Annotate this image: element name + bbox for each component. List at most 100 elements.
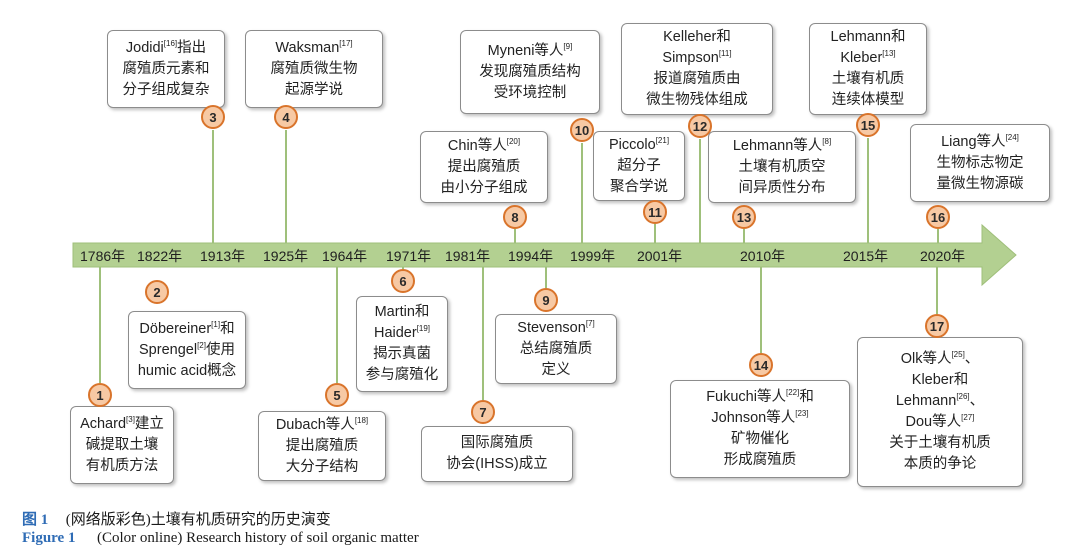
- event-text-line: 关于土壤有机质: [889, 433, 991, 454]
- event-text: 关于土壤有机质: [889, 435, 991, 451]
- event-text-line: Achard[3]建立: [80, 414, 164, 435]
- event-text-line: 提出腐殖质: [448, 157, 521, 178]
- event-text: Olk等人: [900, 351, 952, 367]
- caption-cn-text: (网络版彩色)土壤有机质研究的历史演变: [65, 512, 331, 528]
- event-text-line: 矿物催化: [731, 429, 789, 450]
- event-text-suffix: 、: [969, 393, 985, 409]
- event-text-line: 提出腐殖质: [286, 436, 359, 457]
- event-text: 超分子: [617, 157, 661, 174]
- year-label: 1994年: [508, 248, 554, 264]
- event-text: Kelleher和: [663, 29, 731, 45]
- citation-ref: [1]: [211, 319, 221, 329]
- event-number-circle: 17: [925, 314, 949, 338]
- event-text: Fukuchi等人: [706, 389, 786, 405]
- event-box-8: Chin等人[20]提出腐殖质由小分子组成: [420, 131, 548, 203]
- event-text: Kleber和: [911, 372, 969, 388]
- event-text: 腐殖质微生物: [270, 60, 358, 77]
- event-text: 由小分子组成: [440, 179, 528, 196]
- event-number-circle: 1: [88, 383, 112, 407]
- event-text: humic acid概念: [137, 362, 237, 379]
- event-text: Haider: [373, 325, 417, 341]
- event-number-circle: 15: [856, 113, 880, 137]
- event-text: 聚合学说: [610, 178, 668, 195]
- event-text: 受环境控制: [493, 84, 567, 101]
- event-box-12: Kelleher和 Simpson[11] 报道腐殖质由微生物残体组成: [621, 23, 773, 115]
- event-text: 土壤有机质空: [738, 158, 826, 175]
- event-text: 定义: [541, 361, 571, 378]
- event-connector-line: [336, 267, 338, 383]
- event-text-line: Myneni等人[9]: [488, 41, 573, 62]
- event-box-9: Stevenson[7]总结腐殖质定义: [495, 314, 617, 384]
- event-text: Piccolo: [608, 136, 656, 153]
- event-text-line: Sprengel[2]使用: [139, 340, 235, 361]
- citation-ref: [18]: [354, 415, 369, 425]
- event-text-line: 发现腐殖质结构: [479, 62, 581, 83]
- citation-ref: [2]: [197, 340, 206, 350]
- event-text-line: 腐殖质元素和: [123, 59, 210, 80]
- event-text: 量微生物源碳: [936, 175, 1024, 192]
- year-label: 2015年: [843, 248, 889, 264]
- event-text-line: Piccolo[21]: [609, 135, 669, 156]
- event-text: 本质的争论: [903, 456, 977, 472]
- event-connector-line: [545, 267, 547, 288]
- event-text-suffix: 使用: [205, 341, 235, 358]
- event-number-circle: 4: [274, 105, 298, 129]
- event-text-line: Simpson[11]: [662, 48, 731, 69]
- event-connector-line: [285, 130, 287, 243]
- year-label: 1913年: [200, 248, 246, 264]
- event-text-line: Lehmann[26]、: [896, 391, 984, 412]
- event-text: Lehmann和: [830, 29, 906, 45]
- event-text: Dou等人: [905, 414, 962, 430]
- event-text: 矿物催化: [731, 431, 789, 447]
- event-text-line: Kelleher和: [663, 27, 731, 48]
- event-text: 连续体模型: [831, 92, 905, 108]
- event-text-line: Johnson等人[23]: [711, 408, 808, 429]
- event-text-suffix: 、: [964, 351, 980, 367]
- event-connector-line: [581, 143, 583, 243]
- year-label: 2010年: [740, 248, 786, 264]
- citation-ref: [22]: [785, 388, 800, 397]
- event-box-1: Achard[3]建立碱提取土壤有机质方法: [70, 406, 174, 484]
- event-text-line: 本质的争论: [904, 454, 977, 475]
- event-number-circle: 11: [643, 200, 667, 224]
- citation-ref: [20]: [506, 136, 521, 146]
- event-text: Waksman: [275, 39, 340, 56]
- event-text: 报道腐殖质由: [653, 71, 741, 87]
- event-connector-line: [867, 138, 869, 243]
- event-connector-line: [482, 267, 484, 400]
- citation-ref: [23]: [795, 409, 809, 418]
- event-connector-line: [402, 267, 404, 269]
- event-text-line: 由小分子组成: [441, 178, 528, 199]
- year-label: 1964年: [322, 248, 368, 264]
- event-text-line: 腐殖质微生物: [271, 59, 358, 80]
- event-text-line: 总结腐殖质: [520, 339, 593, 360]
- event-connector-line: [937, 229, 939, 243]
- event-text: 生物标志物定: [936, 154, 1024, 171]
- event-text-line: 碱提取土壤: [86, 435, 159, 456]
- caption-en-text: (Color online) Research history of soil …: [96, 530, 419, 546]
- event-text: 腐殖质元素和: [122, 60, 210, 77]
- citation-ref: [9]: [563, 41, 573, 51]
- event-text-line: 形成腐殖质: [724, 450, 797, 471]
- event-text-line: 连续体模型: [832, 90, 905, 111]
- citation-ref: [11]: [718, 49, 732, 58]
- event-text: Martin和: [374, 304, 430, 320]
- event-text-line: Lehmann和: [831, 27, 906, 48]
- citation-ref: [27]: [961, 413, 975, 422]
- event-text: 微生物残体组成: [646, 92, 748, 108]
- event-text: 起源学说: [285, 81, 343, 98]
- event-text: Simpson: [662, 50, 719, 66]
- event-number-circle: 5: [325, 383, 349, 407]
- event-text: Stevenson: [517, 319, 586, 336]
- event-box-16: Liang等人[24]生物标志物定量微生物源碳: [910, 124, 1050, 202]
- event-text: 总结腐殖质: [519, 340, 593, 357]
- event-text-line: Chin等人[20]: [448, 136, 520, 157]
- event-text: 间异质性分布: [738, 179, 826, 196]
- event-text: Achard: [80, 415, 127, 432]
- event-text-line: Martin和: [375, 302, 430, 323]
- year-label: 1822年: [137, 248, 183, 264]
- citation-ref: [21]: [655, 135, 670, 145]
